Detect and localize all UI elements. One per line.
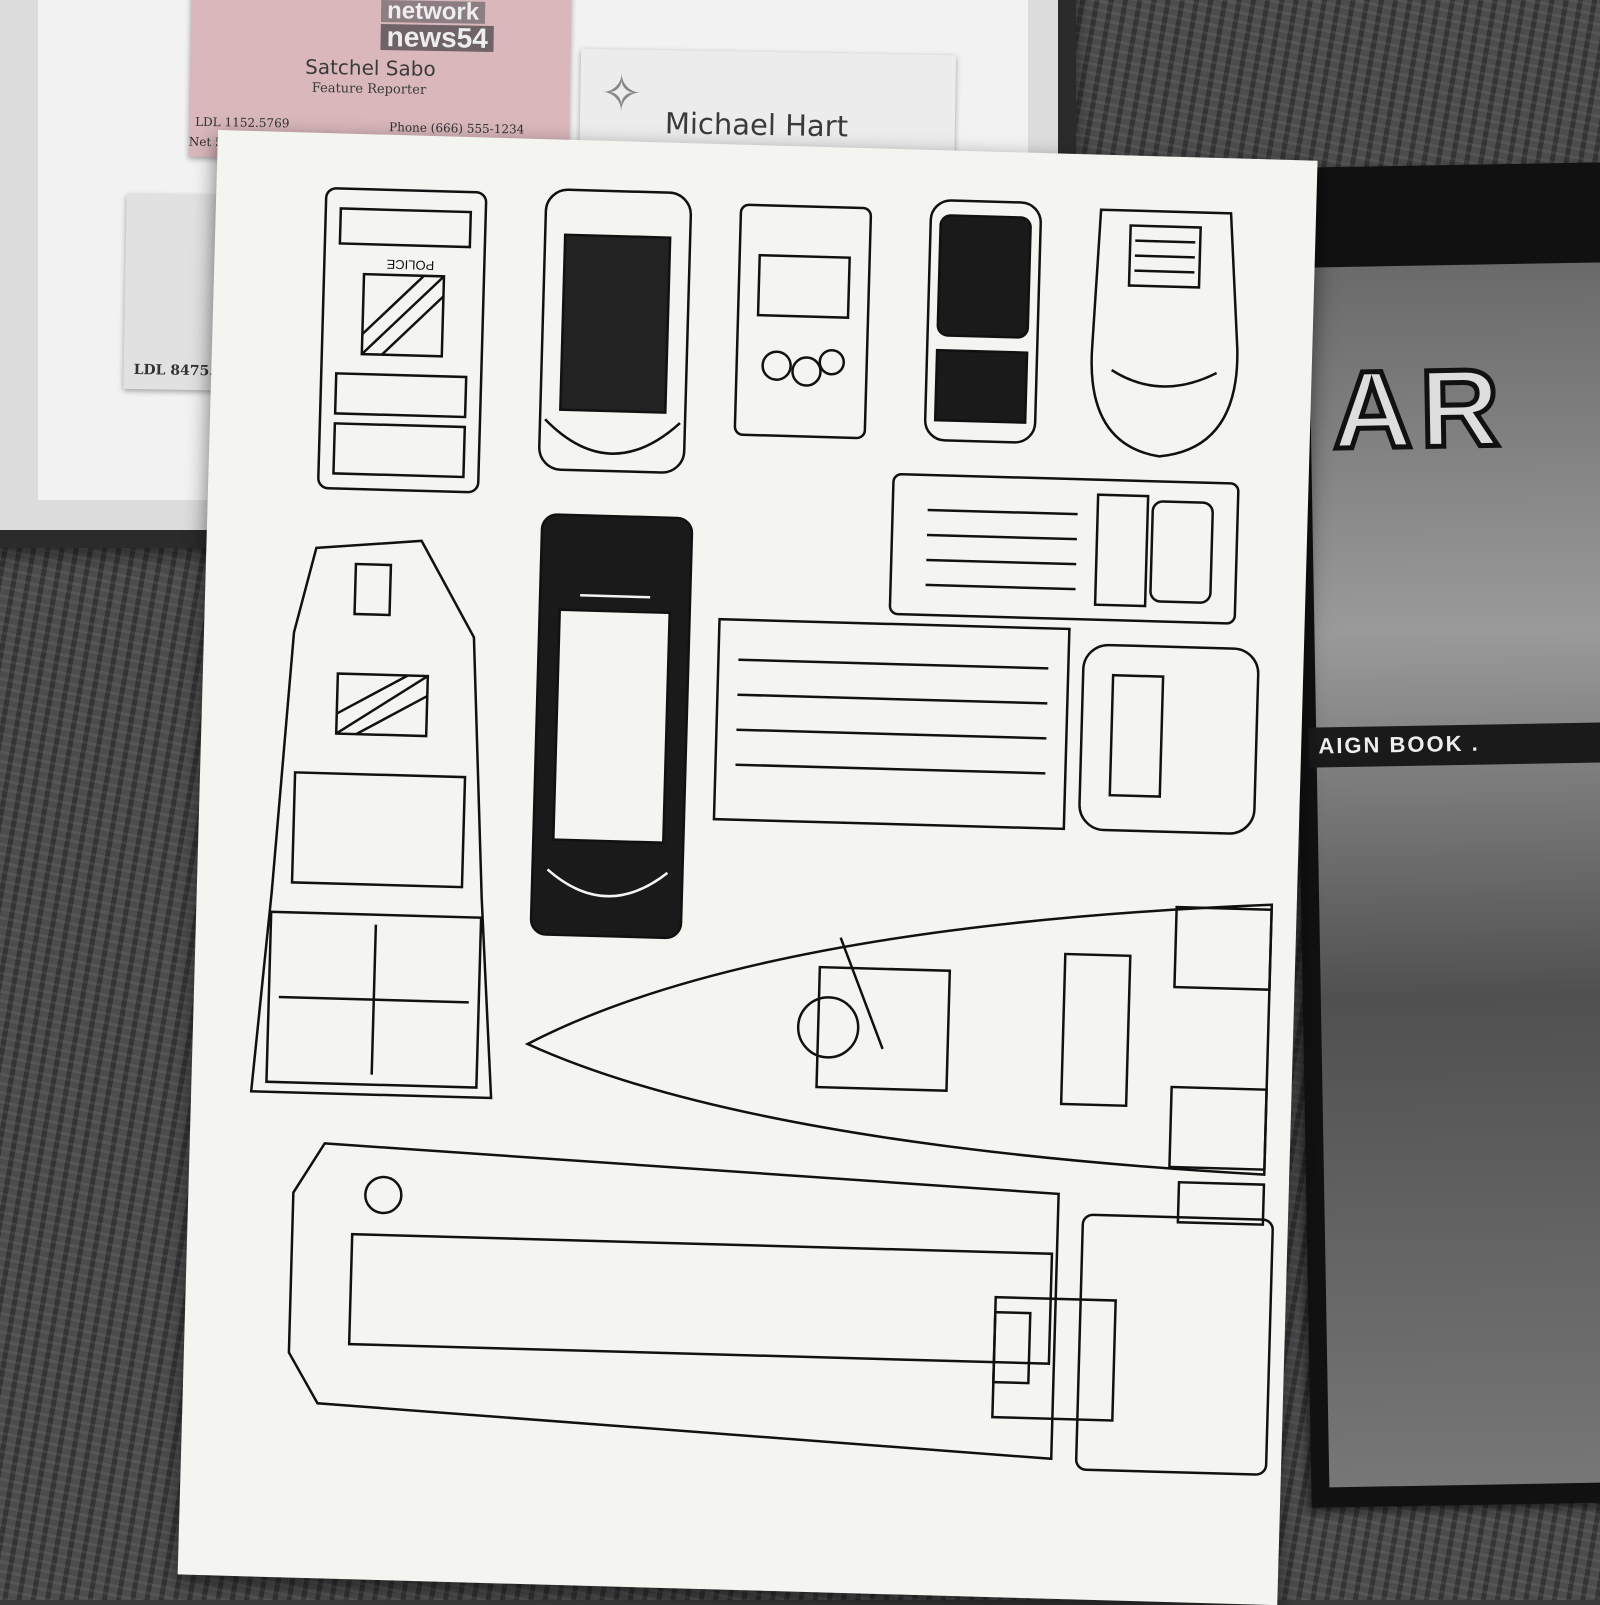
card-name: Michael Hart bbox=[664, 106, 849, 144]
card-logo-line2: news54 bbox=[380, 21, 495, 54]
card-name: Satchel Sabo bbox=[304, 54, 436, 81]
card-logo-line1: network bbox=[380, 0, 486, 26]
engine-car-drawing bbox=[733, 203, 873, 440]
card-phone: Phone (666) 555-1234 bbox=[388, 120, 525, 137]
campaign-book: AR AIGN BOOK . bbox=[1288, 162, 1600, 1508]
dark-van-drawing bbox=[538, 188, 693, 474]
police-label: POLICE bbox=[386, 257, 434, 273]
star-icon: ✧ bbox=[599, 65, 643, 122]
police-car-drawing bbox=[317, 187, 488, 494]
limousine-drawing bbox=[529, 513, 694, 940]
book-subtitle: AIGN BOOK . bbox=[1308, 722, 1600, 768]
boat-drawing bbox=[524, 903, 1274, 1176]
sports-car-drawing bbox=[1090, 208, 1239, 458]
card-role: Feature Reporter bbox=[311, 80, 427, 98]
armored-vehicle-drawing bbox=[249, 539, 493, 1100]
book-title: AR bbox=[1329, 344, 1511, 475]
dark-sedan-drawing bbox=[923, 199, 1042, 444]
vehicle-counter-sheet: POLICE bbox=[177, 130, 1318, 1605]
semi-truck-drawing bbox=[712, 617, 1260, 835]
card-ldl: LDL 1152.5769 bbox=[195, 114, 290, 131]
vehicle-drawings: POLICE bbox=[249, 187, 1274, 1476]
pickup-truck-drawing bbox=[888, 472, 1240, 625]
large-truck-drawing bbox=[287, 1142, 1274, 1476]
